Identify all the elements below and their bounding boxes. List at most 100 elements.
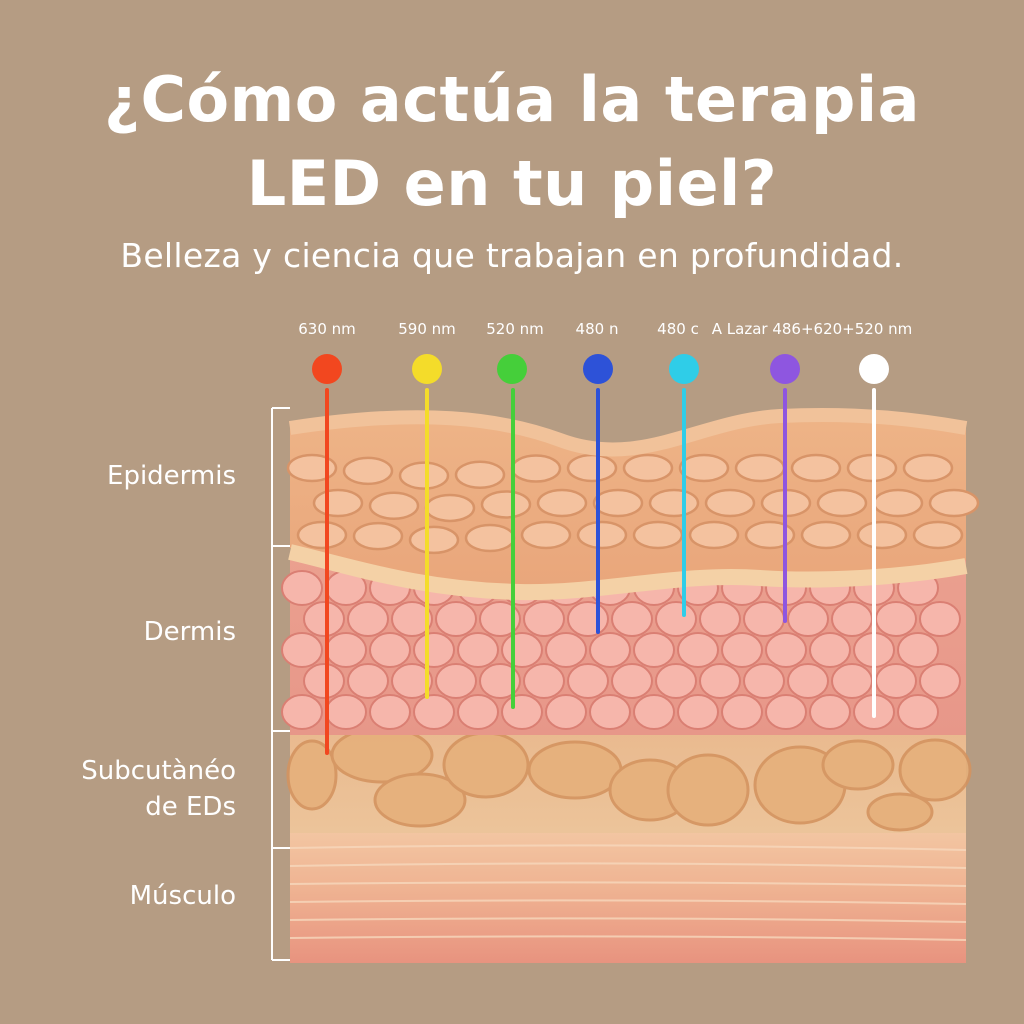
epidermis-cell	[408, 525, 460, 555]
epidermis-cell	[398, 461, 450, 490]
dermis-cell	[281, 570, 323, 606]
dermis-cell	[919, 601, 961, 637]
light-beams	[325, 388, 876, 755]
dermis-cell	[281, 632, 323, 668]
epidermis-cell	[816, 488, 868, 518]
dermis-cell	[699, 601, 741, 637]
dermis-cell	[633, 694, 675, 730]
led-dot-590	[412, 354, 442, 384]
dermis-cell	[435, 601, 477, 637]
epidermis-cell	[856, 520, 908, 550]
wavelength-label-590: 590 nm	[398, 320, 456, 338]
epidermis-cell	[352, 521, 404, 551]
dermis-cell	[831, 601, 873, 637]
dermis-cell	[347, 663, 389, 699]
dermis-cell	[369, 632, 411, 668]
dermis-cell	[303, 601, 345, 637]
muscle-layer	[290, 828, 966, 963]
dermis-cell	[391, 601, 433, 637]
dermis-cell	[523, 663, 565, 699]
dermis-cell	[325, 632, 367, 668]
epidermis-cell	[648, 488, 700, 518]
epidermis-cell	[678, 453, 730, 483]
wavelength-label-630: 630 nm	[298, 320, 356, 338]
dermis-cell	[567, 663, 609, 699]
led-dot-480-cyan	[669, 354, 699, 384]
epidermis-cell	[566, 453, 618, 483]
layer-label-epidermis: Epidermis	[107, 461, 236, 491]
epidermis-cell	[734, 453, 786, 483]
dermis-cell	[413, 694, 455, 730]
dermis-cell	[897, 694, 939, 730]
dermis-cell	[633, 632, 675, 668]
epidermis-cell	[424, 493, 476, 523]
dermis-cell	[391, 663, 433, 699]
epidermis-cell	[480, 490, 532, 519]
layer-label-subcutaneous: Subcutànéo de EDs	[81, 753, 236, 825]
dermis-cell	[809, 694, 851, 730]
led-dot-white	[859, 354, 889, 384]
dermis-cell	[721, 632, 763, 668]
dermis-cell	[765, 632, 807, 668]
dermis-cell	[655, 601, 697, 637]
dermis-cell	[501, 632, 543, 668]
dermis-cell	[677, 632, 719, 668]
dermis-cell	[281, 694, 323, 730]
dermis-cell	[303, 663, 345, 699]
epidermis-cell	[790, 453, 842, 483]
epidermis-cell	[510, 454, 562, 483]
dermis-cell	[875, 663, 917, 699]
layer-label-muscle: Músculo	[129, 881, 236, 911]
dermis-cell	[787, 601, 829, 637]
epidermis-cell	[872, 488, 924, 518]
dermis-cell	[545, 632, 587, 668]
layer-label-subcutaneous-line2: de EDs	[145, 792, 236, 822]
dermis-cell	[721, 694, 763, 730]
wavelength-label-520: 520 nm	[486, 320, 544, 338]
fat-cells	[286, 726, 972, 832]
page-title: ¿Cómo actúa la terapia LED en tu piel?	[0, 58, 1024, 226]
layer-bracket	[271, 407, 290, 961]
dermis-cell	[457, 694, 499, 730]
epidermis-cell	[464, 523, 516, 553]
epidermis-cell	[312, 488, 364, 518]
dermis-cell	[457, 632, 499, 668]
page-subtitle: Belleza y ciencia que trabajan en profun…	[120, 236, 904, 275]
dermis-cell	[743, 663, 785, 699]
basement-membrane	[288, 544, 968, 601]
dermis-cell	[523, 601, 565, 637]
dermis-cell	[919, 663, 961, 699]
dermis-cell	[611, 663, 653, 699]
epidermis-cell	[688, 520, 740, 550]
dermis-cell	[347, 601, 389, 637]
dermis-cell	[479, 601, 521, 637]
title-line-1: ¿Cómo actúa la terapia	[104, 63, 920, 136]
title-line-2: LED en tu piel?	[246, 147, 778, 220]
epidermis-cell	[576, 520, 628, 550]
epidermis-cell	[592, 488, 644, 518]
wavelength-label-combo: A Lazar 486+620+520 nm	[711, 320, 913, 338]
epidermis-cell	[622, 453, 674, 483]
dermis-cell	[677, 694, 719, 730]
dermis-cell	[897, 632, 939, 668]
dermis-cell	[765, 694, 807, 730]
dermis-cell	[589, 694, 631, 730]
epidermis-cell	[704, 488, 756, 518]
epidermis-cell	[286, 453, 338, 483]
dermis-cell	[413, 632, 455, 668]
led-dot-520	[497, 354, 527, 384]
layer-label-dermis: Dermis	[143, 617, 236, 647]
epidermis-cell	[912, 520, 964, 550]
epidermis-cell	[520, 520, 572, 550]
epidermis-cell	[632, 520, 684, 550]
led-dot-480-blue	[583, 354, 613, 384]
epidermis-cell	[368, 491, 420, 520]
dermis-cell	[743, 601, 785, 637]
epidermis-cell	[342, 456, 394, 486]
led-dots	[312, 354, 889, 384]
dermis-cell	[831, 663, 873, 699]
dermis-cell	[655, 663, 697, 699]
muscle-fibers	[289, 844, 967, 941]
epidermis-cell	[296, 520, 348, 550]
